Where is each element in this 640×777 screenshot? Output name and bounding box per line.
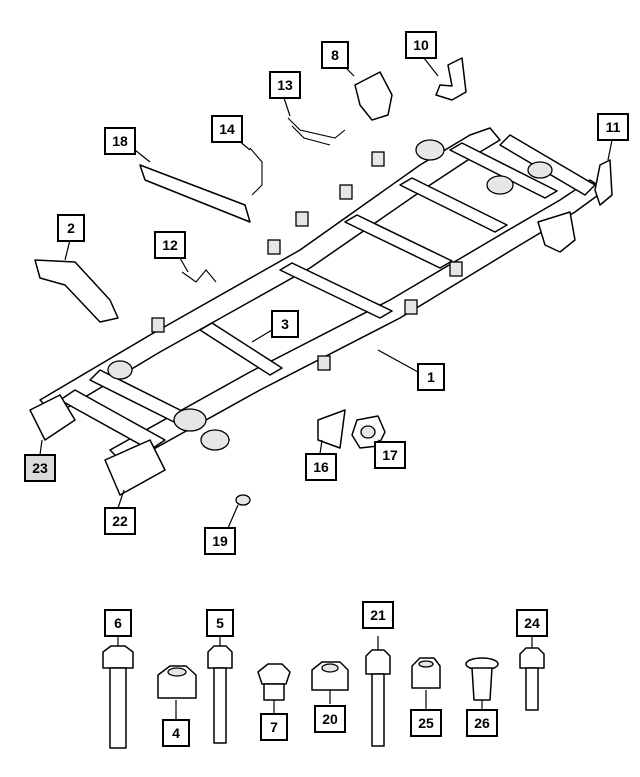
svg-text:25: 25 <box>418 715 434 731</box>
part-26-nut <box>465 657 499 701</box>
callout-22: 22 <box>104 507 136 535</box>
callout-26: 26 <box>466 709 498 737</box>
svg-text:21: 21 <box>370 607 386 623</box>
part-2-bracket <box>34 259 119 323</box>
svg-text:8: 8 <box>331 47 339 63</box>
svg-text:20: 20 <box>322 711 338 727</box>
vehicle-frame <box>29 127 606 496</box>
part-5-bolt <box>207 645 233 744</box>
svg-text:13: 13 <box>277 77 293 93</box>
part-13-tube <box>287 117 346 139</box>
callout-13: 13 <box>269 71 301 99</box>
svg-text:7: 7 <box>270 719 278 735</box>
callout-2: 2 <box>57 214 85 242</box>
svg-text:3: 3 <box>281 316 289 332</box>
svg-text:6: 6 <box>114 615 122 631</box>
part-24-bolt <box>519 647 545 711</box>
callout-11: 11 <box>597 113 629 141</box>
callout-20: 20 <box>314 705 346 733</box>
part-25-nut <box>411 657 441 689</box>
callout-19: 19 <box>204 527 236 555</box>
callout-4: 4 <box>162 719 190 747</box>
callout-6: 6 <box>104 609 132 637</box>
svg-text:1: 1 <box>427 369 435 385</box>
svg-text:19: 19 <box>212 533 228 549</box>
callout-21: 21 <box>362 601 394 629</box>
part-18-plate <box>139 164 251 223</box>
svg-text:5: 5 <box>216 615 224 631</box>
part-6-bolt <box>102 645 134 749</box>
part-21-bolt <box>365 649 391 747</box>
leader-lines <box>39 57 613 720</box>
part-bracket-right <box>537 211 576 253</box>
part-4-nut <box>157 665 197 699</box>
part-19-washer <box>235 494 251 506</box>
callout-16: 16 <box>305 453 337 481</box>
part-14-tube <box>249 147 263 196</box>
callout-5: 5 <box>206 609 234 637</box>
callout-7: 7 <box>260 713 288 741</box>
svg-text:16: 16 <box>313 459 329 475</box>
callout-18: 18 <box>104 127 136 155</box>
svg-text:2: 2 <box>67 220 75 236</box>
svg-text:4: 4 <box>172 725 180 741</box>
svg-text:22: 22 <box>112 513 128 529</box>
callout-12: 12 <box>154 231 186 259</box>
part-11-bracket <box>594 159 613 206</box>
callout-10: 10 <box>405 31 437 59</box>
callout-23: 23 <box>24 454 56 482</box>
svg-text:11: 11 <box>606 119 621 135</box>
svg-text:17: 17 <box>382 447 398 463</box>
svg-text:10: 10 <box>413 37 429 53</box>
part-12-tube <box>181 269 217 283</box>
callout-25: 25 <box>410 709 442 737</box>
callout-3: 3 <box>271 310 299 338</box>
callout-17: 17 <box>374 441 406 469</box>
svg-text:18: 18 <box>112 133 128 149</box>
svg-text:12: 12 <box>162 237 178 253</box>
svg-text:24: 24 <box>524 615 540 631</box>
part-7-nut <box>257 663 291 701</box>
part-20-nut <box>311 661 349 691</box>
svg-text:26: 26 <box>474 715 490 731</box>
callout-8: 8 <box>321 41 349 69</box>
svg-text:14: 14 <box>219 121 235 137</box>
callout-14: 14 <box>211 115 243 143</box>
part-10-bracket <box>435 57 467 101</box>
callout-1: 1 <box>417 363 445 391</box>
part-8-bracket <box>354 71 393 121</box>
svg-text:23: 23 <box>32 460 48 476</box>
callout-24: 24 <box>516 609 548 637</box>
part-16-bracket <box>317 409 346 449</box>
